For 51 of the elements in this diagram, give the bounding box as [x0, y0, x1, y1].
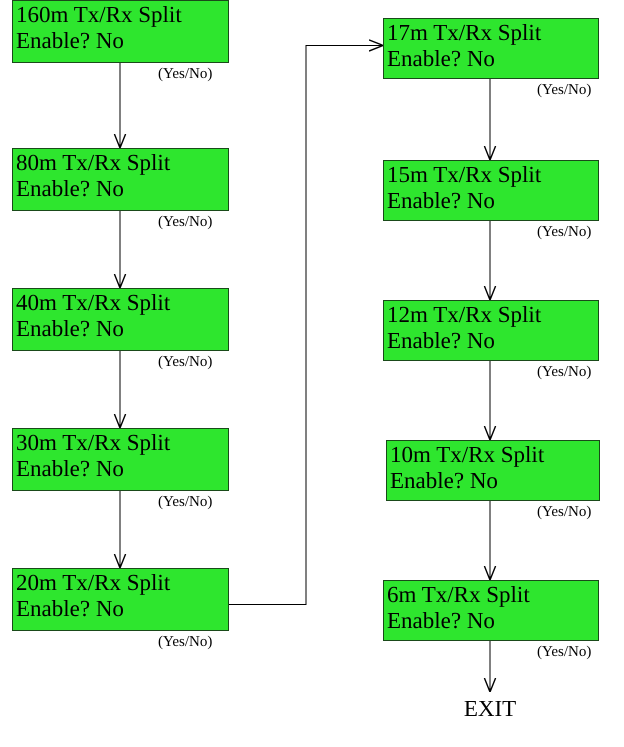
menu-setting: Enable? No	[16, 28, 125, 54]
menu-title: 40m Tx/Rx Split	[16, 290, 172, 316]
arrow	[114, 350, 126, 429]
menu-box	[383, 160, 599, 221]
menu-setting: Enable? No	[387, 188, 496, 214]
arrow	[484, 500, 496, 581]
menu-title: 160m Tx/Rx Split	[16, 2, 183, 28]
menu-title: 12m Tx/Rx Split	[387, 302, 542, 328]
menu-setting: Enable? No	[390, 468, 499, 494]
menu-box	[383, 300, 599, 361]
arrow	[484, 360, 496, 441]
arrow	[484, 220, 496, 301]
option-hint: (Yes/No)	[158, 214, 212, 231]
menu-setting: Enable? No	[16, 596, 125, 622]
option-hint: (Yes/No)	[158, 494, 212, 511]
arrow	[114, 62, 126, 149]
arrow	[228, 39, 384, 606]
menu-box	[12, 428, 229, 491]
menu-box	[12, 568, 229, 631]
menu-box	[386, 440, 600, 501]
menu-title: 17m Tx/Rx Split	[387, 20, 542, 46]
option-hint: (Yes/No)	[537, 504, 592, 521]
exit-label: EXIT	[458, 692, 522, 726]
menu-setting: Enable? No	[16, 456, 125, 482]
menu-box	[12, 0, 229, 63]
arrow	[114, 210, 126, 289]
option-hint: (Yes/No)	[158, 634, 212, 651]
menu-title: 20m Tx/Rx Split	[16, 570, 172, 596]
option-hint: (Yes/No)	[537, 224, 592, 241]
menu-setting: Enable? No	[16, 176, 125, 202]
menu-title: 30m Tx/Rx Split	[16, 430, 172, 456]
menu-setting: Enable? No	[387, 608, 496, 634]
menu-title: 80m Tx/Rx Split	[16, 150, 172, 176]
menu-box	[12, 288, 229, 351]
option-hint: (Yes/No)	[158, 354, 212, 371]
menu-title: 15m Tx/Rx Split	[387, 162, 542, 188]
menu-setting: Enable? No	[387, 46, 496, 72]
menu-title: 6m Tx/Rx Split	[387, 582, 531, 608]
menu-box	[383, 580, 599, 641]
option-hint: (Yes/No)	[537, 644, 592, 661]
menu-box	[383, 18, 599, 79]
arrow	[484, 640, 496, 693]
menu-setting: Enable? No	[16, 316, 125, 342]
menu-setting: Enable? No	[387, 328, 496, 354]
arrow	[114, 490, 126, 569]
option-hint: (Yes/No)	[537, 82, 592, 99]
option-hint: (Yes/No)	[158, 66, 212, 83]
option-hint: (Yes/No)	[537, 364, 592, 381]
menu-box	[12, 148, 229, 211]
menu-title: 10m Tx/Rx Split	[390, 442, 546, 468]
arrow	[484, 78, 496, 161]
